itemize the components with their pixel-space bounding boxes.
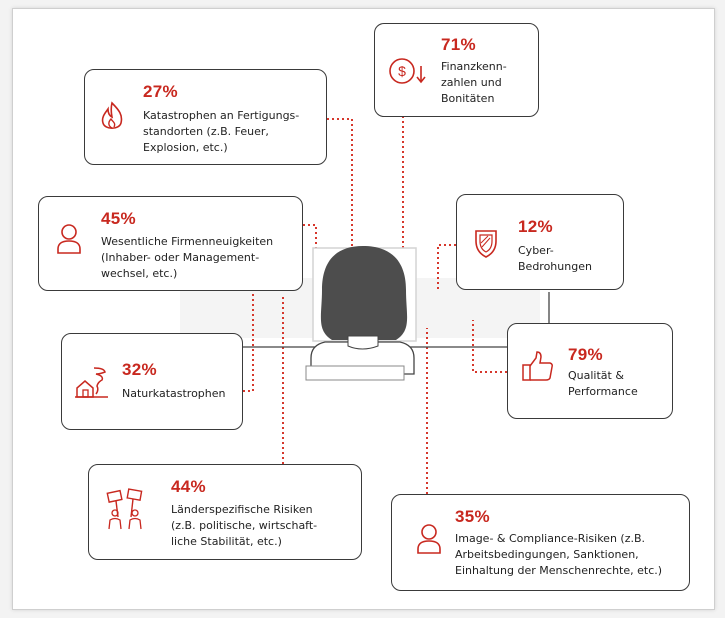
percent-cyber: 12% (518, 217, 553, 236)
label-cyber: Cyber- Bedrohungen (518, 244, 592, 273)
percent-firmen: 45% (101, 209, 136, 228)
card-laender: 44% Länderspezifische Risiken (z.B. poli… (88, 464, 362, 560)
label-firmen: Wesentliche Firmenneuigkeiten (Inhaber- … (101, 235, 274, 280)
card-finanz: $ 71% Finanzkenn- zahlen und Bonitäten (374, 23, 539, 117)
dollar-down-icon: $ (389, 58, 426, 84)
thumbs-up-icon (522, 351, 553, 381)
tornado-house-icon (75, 367, 108, 398)
connector-lines (243, 116, 507, 494)
card-firmen: 45% Wesentliche Firmenneuigkeiten (Inhab… (38, 196, 303, 291)
label-finanz: Finanzkenn- zahlen und Bonitäten (441, 60, 507, 105)
svg-text:$: $ (398, 63, 406, 79)
person-icon (57, 224, 81, 254)
card-natur: 32% Naturkatastrophen (61, 333, 243, 430)
card-qualitaet: 79% Qualität & Performance (507, 323, 673, 419)
protest-signs-icon (106, 488, 143, 530)
laptop (305, 365, 405, 381)
person-icon (417, 524, 441, 554)
percent-qualitaet: 79% (568, 345, 603, 364)
label-natur: Naturkatastrophen (122, 387, 226, 400)
label-katastrophen: Katastrophen an Fertigungs- standorten (… (143, 109, 300, 154)
connector-cyber (437, 244, 456, 290)
connector-natur (243, 294, 254, 392)
percent-image: 35% (455, 507, 490, 526)
percent-katastrophen: 27% (143, 82, 178, 101)
connector-qualitaet (472, 320, 507, 373)
label-qualitaet: Qualität & Performance (568, 369, 638, 398)
connector-firmen (303, 224, 317, 248)
person-neck (347, 335, 379, 350)
label-image: Image- & Compliance-Risiken (z.B. Arbeit… (455, 532, 663, 577)
card-image: 35% Image- & Compliance-Risiken (z.B. Ar… (391, 494, 690, 591)
card-cyber: 12% Cyber- Bedrohungen (456, 194, 624, 290)
card-katastrophen: 27% Katastrophen an Fertigungs- standort… (84, 69, 327, 165)
percent-finanz: 71% (441, 35, 476, 54)
person-hair (320, 246, 408, 340)
fire-icon (101, 101, 123, 130)
connector-katastrophen (327, 118, 353, 248)
percent-natur: 32% (122, 360, 157, 379)
shield-icon (475, 230, 497, 258)
label-laender: Länderspezifische Risiken (z.B. politisc… (171, 503, 318, 548)
percent-laender: 44% (171, 477, 206, 496)
